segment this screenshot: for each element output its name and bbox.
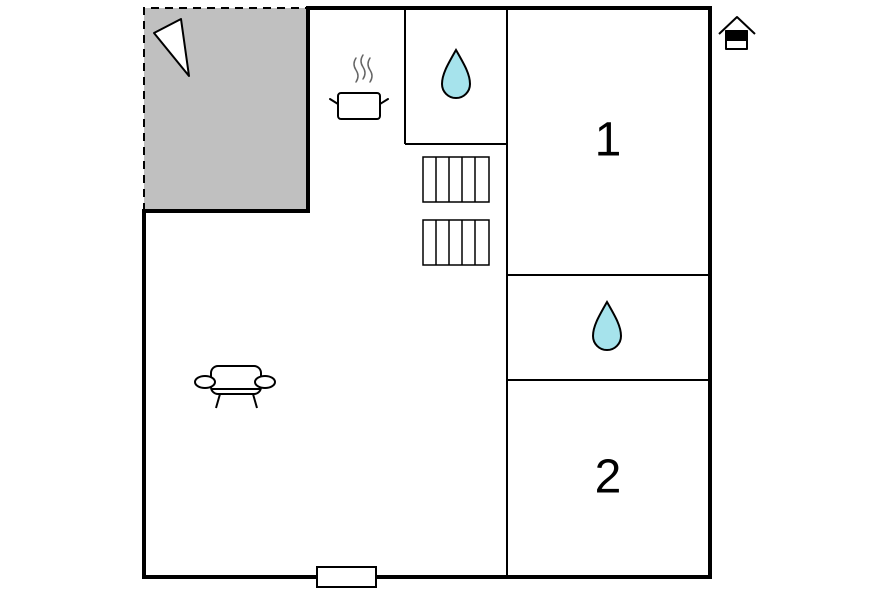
cooking-pot-icon	[329, 54, 389, 120]
outer-walls	[142, 6, 712, 579]
sofa-icon	[194, 365, 276, 409]
water-drop-icon	[591, 299, 623, 351]
compass-arrow-icon	[153, 18, 190, 77]
room-label-bedroom-2: 2	[595, 451, 622, 504]
staircase-icon	[422, 156, 490, 266]
house-icon	[718, 16, 756, 50]
entrance-door-icon	[316, 566, 377, 588]
interior-walls	[404, 8, 710, 577]
room-label-bedroom-1: 1	[595, 114, 622, 167]
water-drop-icon	[440, 47, 472, 99]
